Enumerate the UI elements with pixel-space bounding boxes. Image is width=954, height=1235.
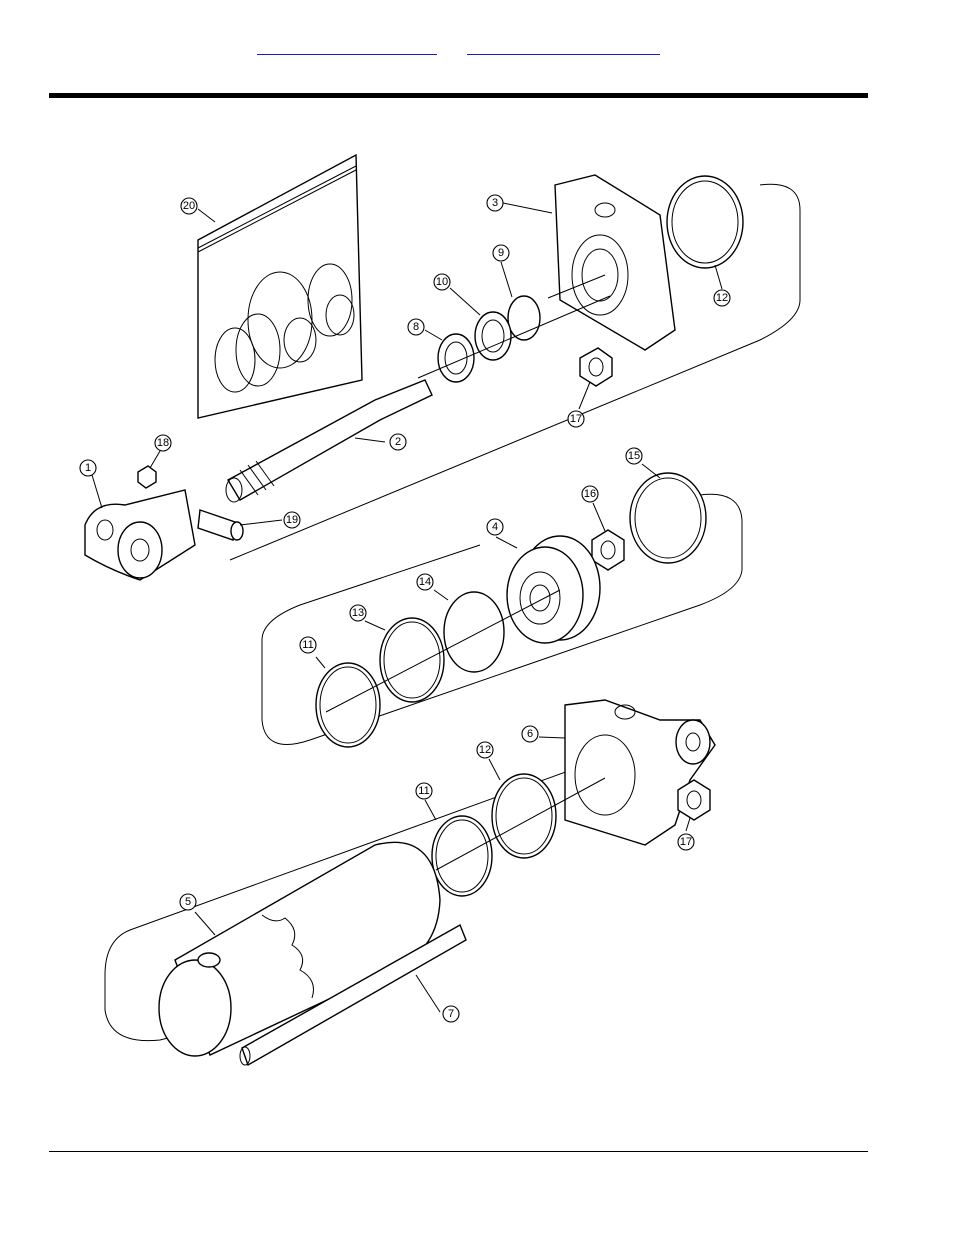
svg-text:11: 11 bbox=[302, 639, 313, 651]
o-ring-part-15 bbox=[630, 473, 706, 563]
hex-nut-part-17-upper bbox=[580, 348, 612, 386]
svg-text:1: 1 bbox=[85, 462, 91, 474]
svg-text:2: 2 bbox=[395, 436, 401, 448]
svg-text:10: 10 bbox=[436, 276, 448, 288]
cap-end-part-6 bbox=[565, 700, 715, 845]
callout-17-lower: 17 bbox=[678, 834, 694, 850]
svg-text:16: 16 bbox=[584, 488, 596, 500]
seal-kit-bag-part bbox=[198, 155, 362, 418]
backup-ring-part-11-middle bbox=[316, 663, 380, 747]
svg-text:4: 4 bbox=[492, 521, 498, 533]
svg-text:8: 8 bbox=[413, 321, 419, 333]
callout-3: 3 bbox=[487, 195, 503, 211]
callout-6: 6 bbox=[522, 726, 538, 742]
clevis-part-1 bbox=[85, 490, 195, 580]
svg-text:14: 14 bbox=[419, 576, 431, 588]
rod-end-head-part bbox=[548, 175, 675, 350]
svg-text:13: 13 bbox=[352, 607, 364, 619]
callout-2: 2 bbox=[390, 434, 406, 450]
callout-18: 18 bbox=[155, 435, 171, 451]
callout-15: 15 bbox=[626, 448, 642, 464]
callout-9: 9 bbox=[493, 245, 509, 261]
piston-nut-part-16 bbox=[592, 530, 624, 570]
callout-14: 14 bbox=[417, 574, 433, 590]
callout-19: 19 bbox=[284, 512, 300, 528]
piston-seal-part-14 bbox=[444, 592, 504, 672]
svg-text:3: 3 bbox=[492, 197, 498, 209]
callout-12-lower: 12 bbox=[477, 742, 493, 758]
wiper-seal-part-9 bbox=[508, 296, 540, 340]
svg-text:15: 15 bbox=[628, 450, 640, 462]
callout-11-middle: 11 bbox=[300, 637, 316, 653]
piston-part-4 bbox=[507, 536, 600, 643]
callout-1: 1 bbox=[80, 460, 96, 476]
svg-text:5: 5 bbox=[185, 896, 191, 908]
svg-text:19: 19 bbox=[286, 514, 298, 526]
svg-text:18: 18 bbox=[157, 437, 169, 449]
svg-text:20: 20 bbox=[183, 200, 195, 212]
svg-text:7: 7 bbox=[448, 1008, 454, 1020]
svg-text:17: 17 bbox=[570, 413, 582, 425]
o-ring-part-12-lower bbox=[492, 774, 556, 858]
rod-seal-part-10 bbox=[475, 312, 511, 360]
svg-text:6: 6 bbox=[527, 728, 533, 740]
callout-16: 16 bbox=[582, 486, 598, 502]
callout-11-lower: 11 bbox=[416, 783, 432, 799]
wear-ring-part-13 bbox=[380, 618, 444, 702]
svg-text:9: 9 bbox=[498, 247, 504, 259]
callout-5: 5 bbox=[180, 894, 196, 910]
wear-ring-part-8 bbox=[438, 334, 474, 382]
callout-13: 13 bbox=[350, 605, 366, 621]
svg-text:11: 11 bbox=[418, 785, 429, 797]
clevis-bolt-part-19 bbox=[198, 510, 243, 540]
callout-4: 4 bbox=[487, 519, 503, 535]
callout-17-upper: 17 bbox=[568, 411, 584, 427]
callout-8: 8 bbox=[408, 319, 424, 335]
callout-12-upper: 12 bbox=[714, 290, 730, 306]
lock-nut-part-18 bbox=[138, 466, 156, 488]
svg-text:12: 12 bbox=[479, 744, 491, 756]
callout-10: 10 bbox=[434, 274, 450, 290]
svg-text:12: 12 bbox=[716, 292, 728, 304]
callout-20: 20 bbox=[181, 198, 197, 214]
svg-text:17: 17 bbox=[680, 836, 692, 848]
callout-7: 7 bbox=[443, 1006, 459, 1022]
o-ring-part-12-upper bbox=[667, 176, 743, 268]
